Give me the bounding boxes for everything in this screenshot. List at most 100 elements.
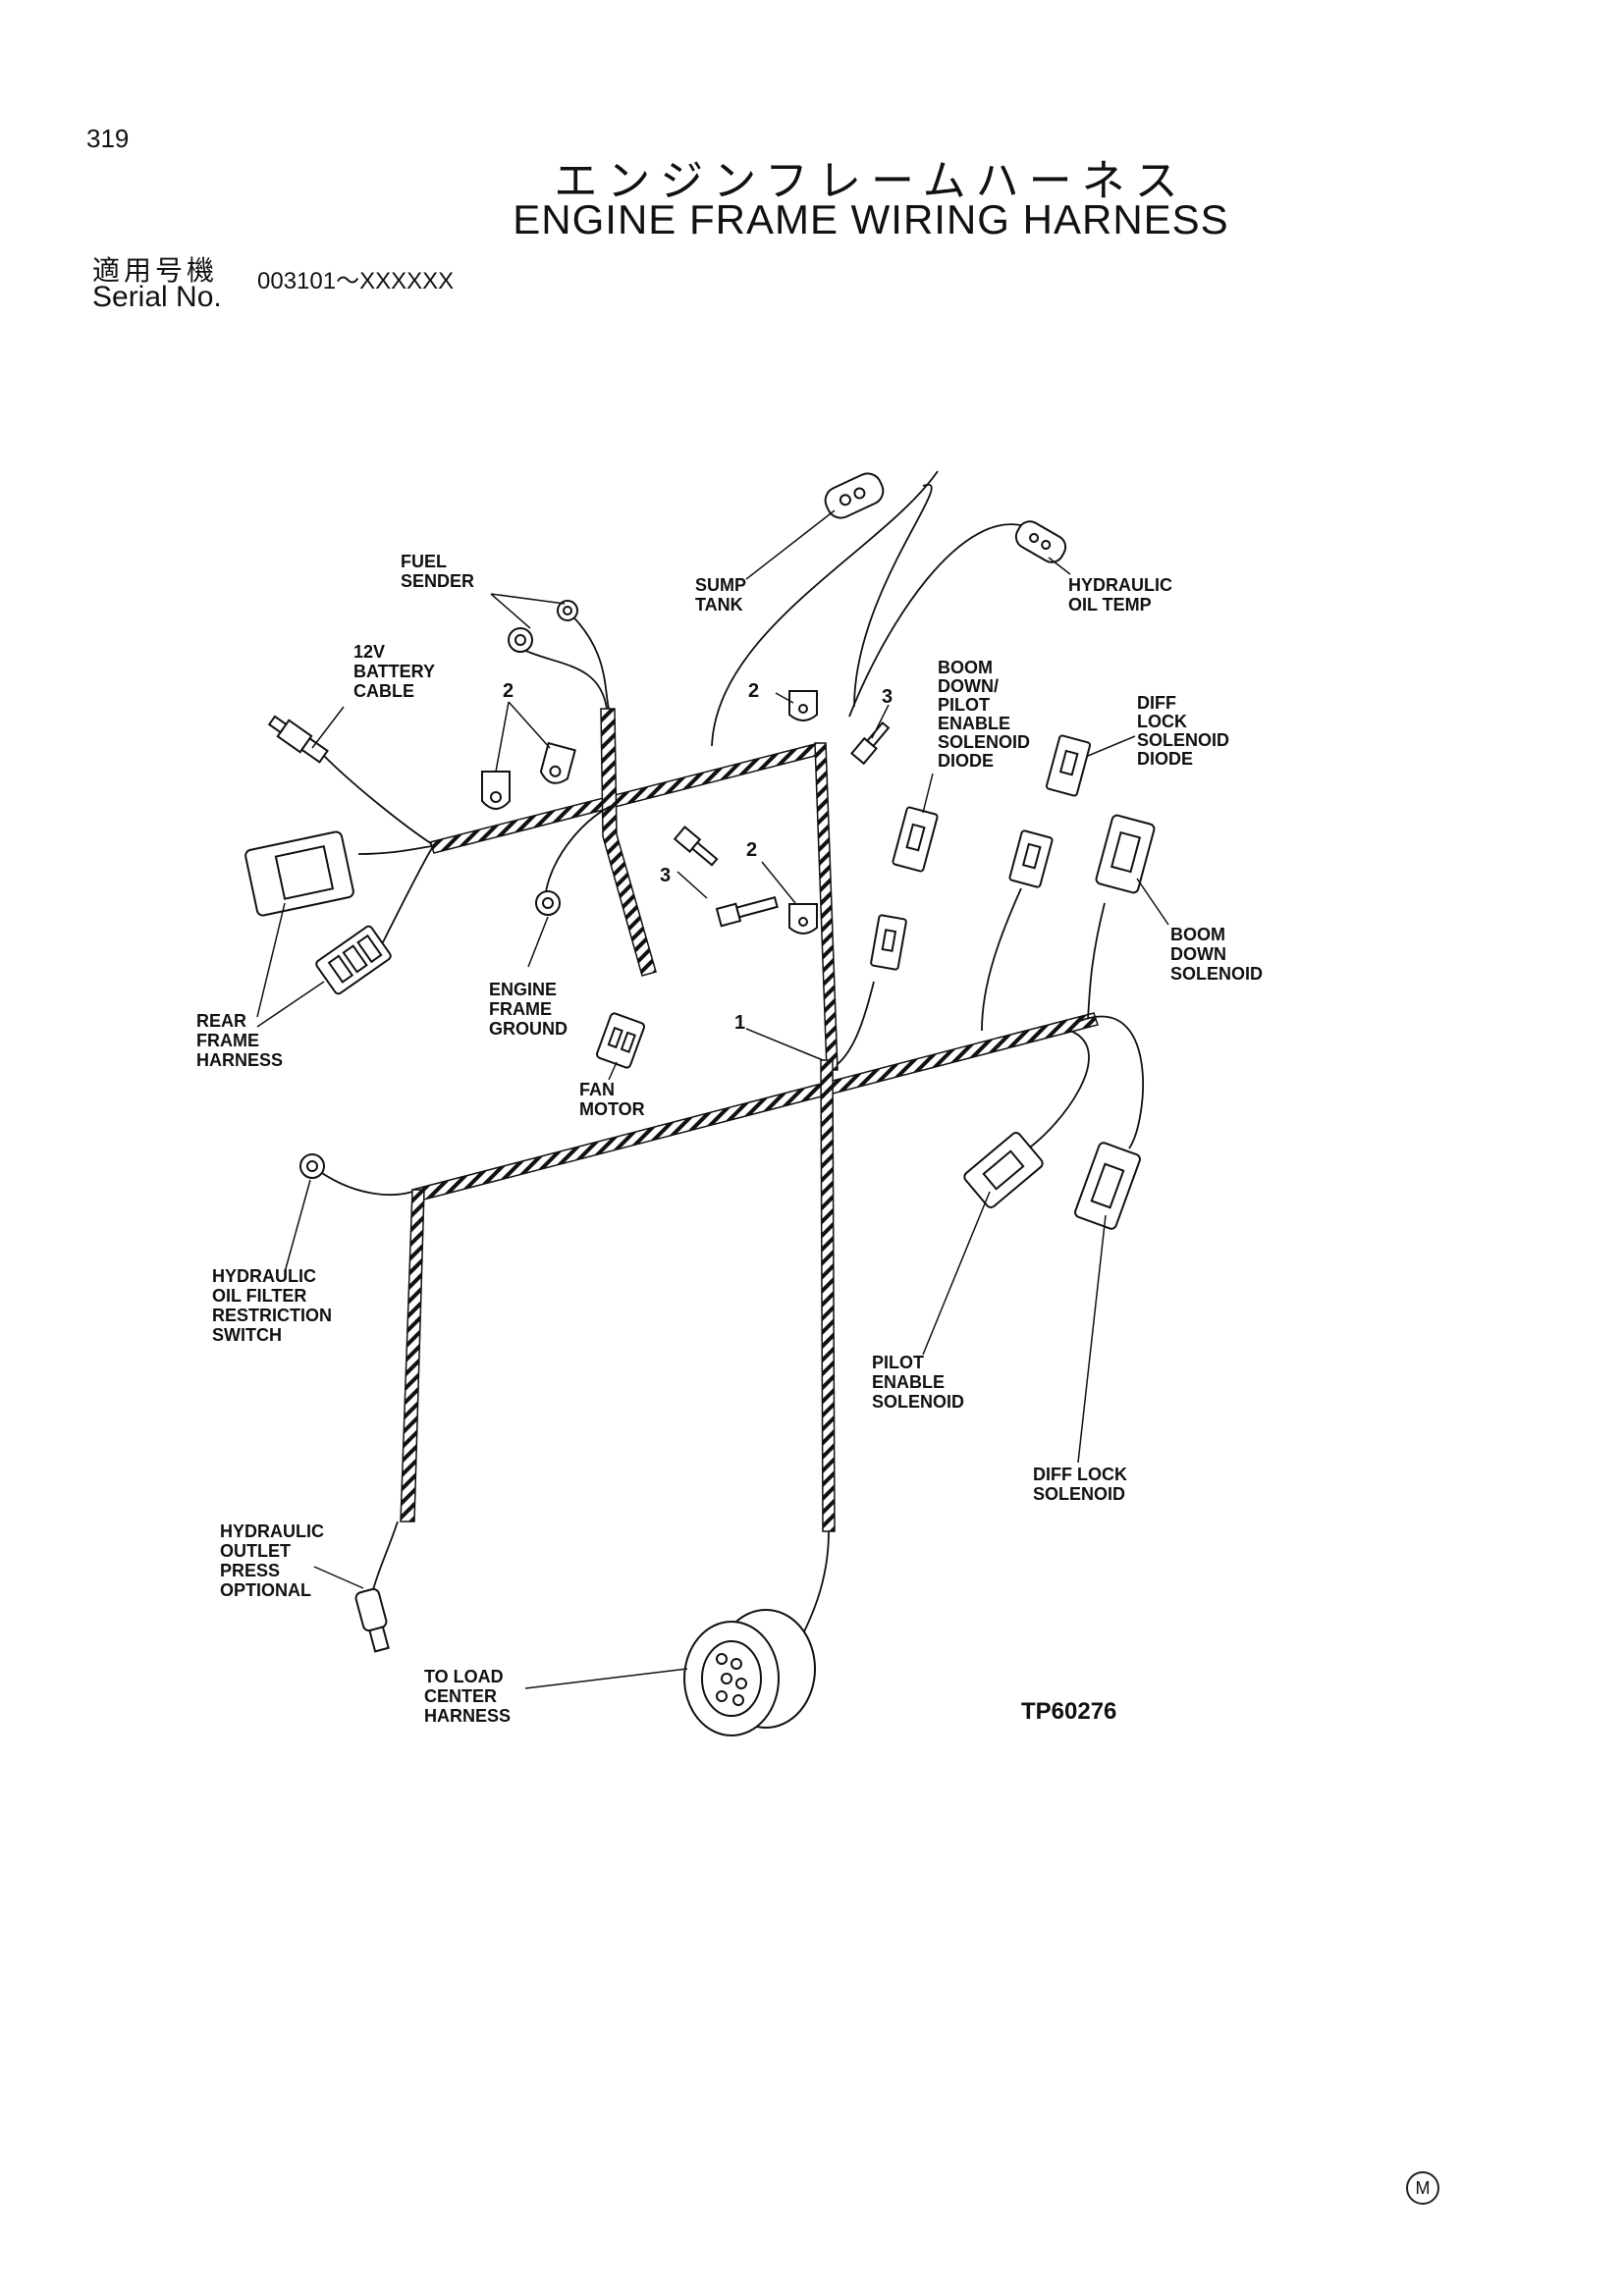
- leader-fuel-sender: [490, 593, 531, 629]
- clamp-4: [788, 903, 818, 934]
- callout-numbers: 2 2 3 3 2 1: [503, 680, 893, 1034]
- battery-cable-connector: [267, 715, 329, 764]
- serial-label-jp: 適用号機: [92, 254, 219, 287]
- outlet-press-sensor: [354, 1587, 390, 1653]
- boom-down-solenoid-connector: [1095, 814, 1156, 894]
- engine-frame-ground-terminal: [535, 890, 561, 916]
- diff-branch-connector: [1008, 829, 1054, 888]
- pilot-diode-connector-2: [870, 914, 907, 971]
- pilot-enable-solenoid-connector: [963, 1132, 1044, 1208]
- clamp-3: [788, 690, 818, 721]
- bolt-3: [715, 896, 779, 928]
- rear-wire-1: [357, 845, 433, 855]
- diff-lock-solenoid-connector: [1074, 1142, 1141, 1230]
- page-title-jp: エンジンフレームハーネス: [554, 156, 1188, 206]
- rear-frame-connector-small: [315, 925, 392, 995]
- leader-callout-2-left-a: [495, 701, 510, 773]
- leader-boom-down: [1136, 878, 1169, 926]
- load-center-connector: [683, 1609, 816, 1736]
- leader-callout-3-top: [871, 704, 890, 739]
- leader-sump-tank: [745, 509, 836, 580]
- pilot-diode-connector-1: [892, 806, 939, 873]
- fuel-wire-1: [510, 642, 608, 710]
- leader-callout-1: [745, 1028, 824, 1061]
- diff-diode-wire: [981, 887, 1022, 1032]
- left-drop: [400, 1189, 425, 1522]
- pilot-solenoid-wire: [1020, 1030, 1090, 1154]
- leader-ground: [527, 916, 549, 968]
- sump-wire-2: [853, 483, 933, 708]
- corner-mark: M: [1406, 2171, 1439, 2205]
- pilot-diode-wire: [836, 981, 875, 1066]
- leader-callout-2-left-b: [508, 701, 551, 749]
- leader-outlet: [313, 1566, 364, 1589]
- leader-oil-temp: [1048, 557, 1071, 575]
- boom-solenoid-wire: [1087, 902, 1106, 1020]
- harness-wires: [311, 470, 1144, 1660]
- rear-frame-connector-large: [244, 830, 354, 917]
- upper-riser: [814, 742, 839, 1071]
- leader-load-center: [524, 1668, 688, 1689]
- clamp-2: [539, 741, 576, 784]
- harness-trunks: [400, 708, 1099, 1532]
- bolt-2: [673, 826, 719, 867]
- fan-branch: [600, 708, 657, 977]
- fuel-sender-terminal-1: [508, 627, 533, 653]
- clamp-1: [481, 771, 511, 810]
- main-vertical: [820, 1059, 836, 1532]
- page-title: ENGINE FRAME WIRING HARNESS: [513, 196, 1229, 242]
- outlet-press-wire: [372, 1521, 399, 1591]
- page-number: 319: [86, 124, 130, 153]
- leader-callout-2-mid: [761, 861, 796, 904]
- bolt-1: [850, 721, 891, 766]
- ground-wire: [544, 804, 615, 899]
- filter-switch-terminal: [299, 1153, 325, 1179]
- callout-2-mid: 2: [746, 839, 757, 861]
- oil-temp-wire: [848, 523, 1032, 718]
- fuel-sender-terminal-2: [557, 600, 578, 621]
- callout-2-left: 2: [503, 680, 514, 702]
- serial-value: 003101～XXXXXX: [257, 268, 455, 294]
- leader-pilot-diode: [922, 773, 934, 814]
- sump-wire: [711, 470, 939, 747]
- leader-callout-2-top: [775, 692, 794, 704]
- serial-label: Serial No.: [92, 281, 222, 313]
- callout-3-mid: 3: [660, 865, 671, 886]
- leader-callout-3-mid: [677, 871, 708, 899]
- filter-switch-wire: [311, 1165, 413, 1196]
- leader-diff-solenoid: [1077, 1214, 1107, 1464]
- diff-lock-diode-connector: [1045, 734, 1092, 797]
- components: [244, 472, 1156, 1736]
- figure-code: TP60276: [1021, 1698, 1117, 1725]
- callout-1: 1: [734, 1012, 745, 1034]
- leader-pilot-solenoid: [922, 1191, 991, 1356]
- leader-battery: [311, 706, 345, 749]
- callout-3-top: 3: [882, 686, 893, 708]
- rear-wire-2: [382, 847, 433, 943]
- battery-wire: [323, 755, 433, 845]
- leader-rear-a: [256, 902, 286, 1018]
- leader-fan: [608, 1061, 618, 1081]
- callout-2-top: 2: [748, 680, 759, 702]
- sump-tank-connector: [824, 472, 885, 519]
- fuel-wire-2: [564, 608, 610, 710]
- leader-diff-diode: [1087, 735, 1136, 757]
- diff-solenoid-wire: [1079, 1015, 1144, 1149]
- leader-filter: [284, 1179, 311, 1273]
- leader-lines: [256, 509, 1169, 1689]
